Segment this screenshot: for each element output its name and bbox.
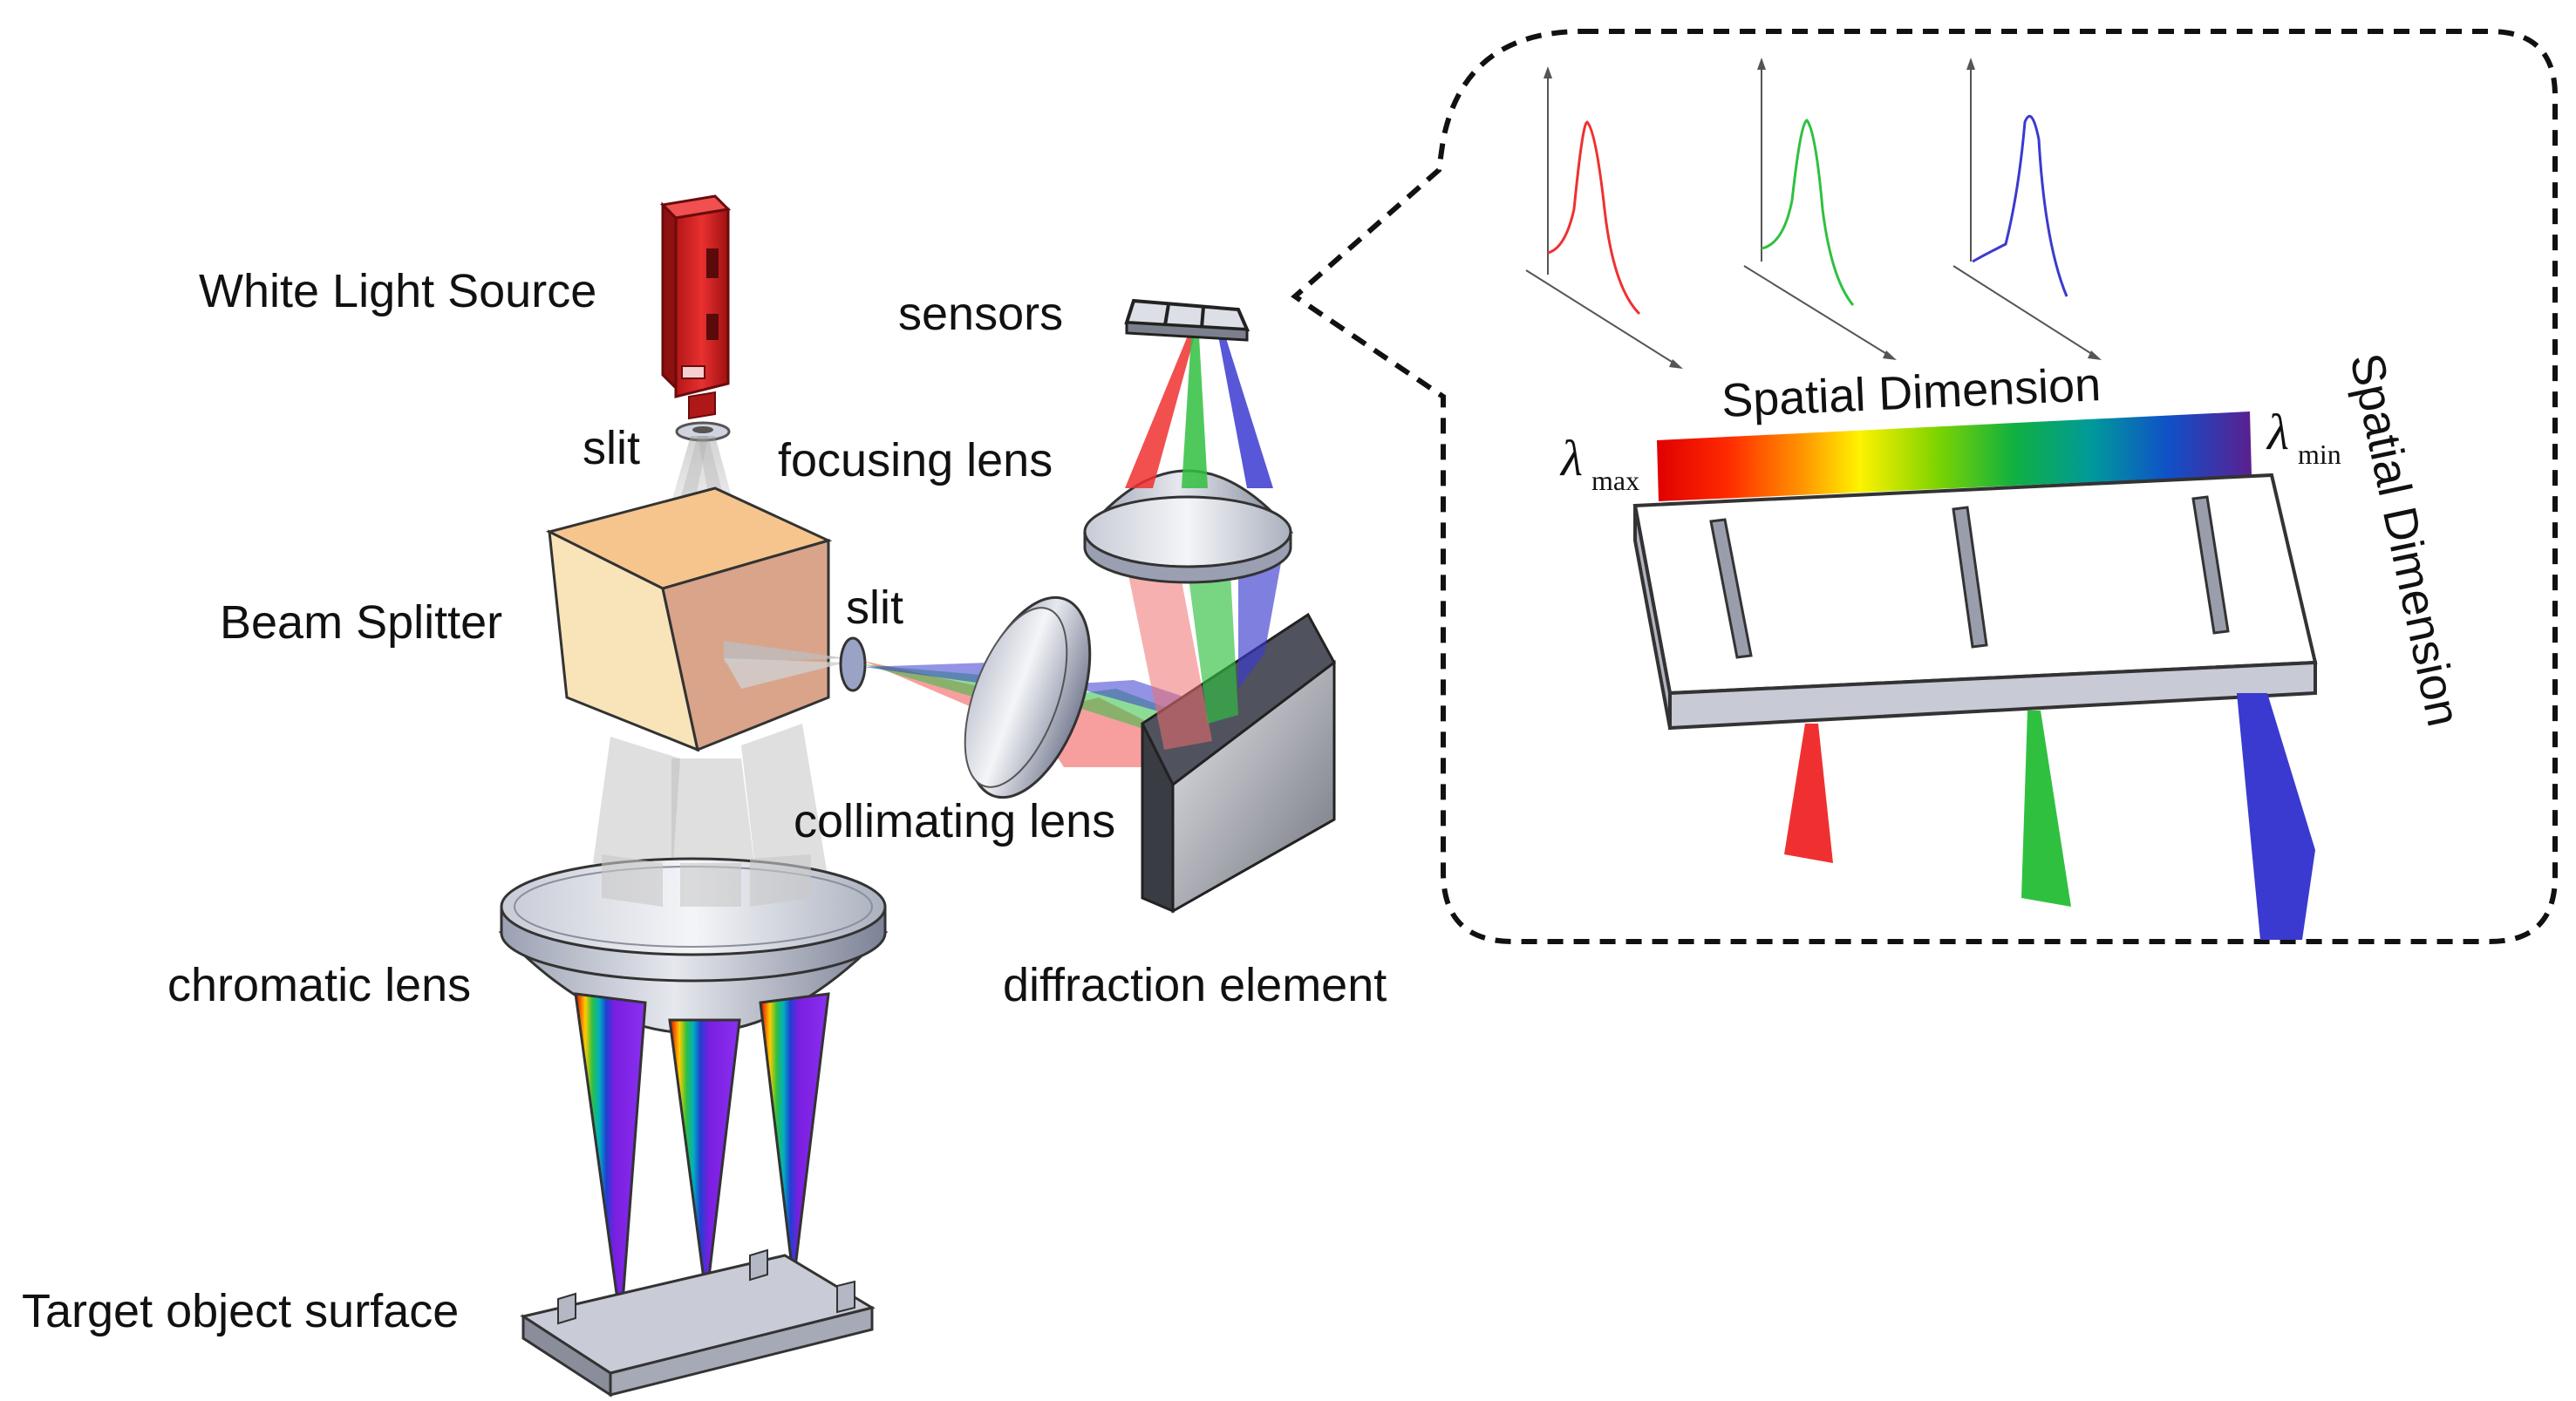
label-sensors: sensors bbox=[898, 288, 1063, 340]
white-light-source bbox=[659, 194, 732, 420]
label-spatial-dimension-horizontal: Spatial Dimension bbox=[1721, 358, 2102, 427]
label-target-surface: Target object surface bbox=[22, 1285, 459, 1337]
label-chromatic-lens: chromatic lens bbox=[167, 959, 471, 1011]
top-slit bbox=[675, 421, 731, 442]
spectrum-plot-blue bbox=[1952, 58, 2102, 360]
beam-splitter-cube bbox=[545, 486, 846, 752]
slit-plate bbox=[1632, 473, 2318, 731]
mirror-focusing-beams bbox=[1125, 558, 1282, 750]
spectrum-bar bbox=[1657, 411, 2252, 501]
label-focusing-lens: focusing lens bbox=[778, 434, 1053, 486]
target-object-surface bbox=[520, 1248, 876, 1398]
side-slit bbox=[839, 636, 867, 692]
detail-callout bbox=[1291, 29, 2558, 944]
label-spatial-dimension-vertical: Spatial Dimension bbox=[2340, 349, 2470, 731]
detail-beam-red bbox=[1784, 724, 1833, 863]
splitter-lens-beams bbox=[593, 724, 828, 898]
lambda-min-symbol: λ bbox=[2266, 404, 2289, 460]
label-white-light-source: White Light Source bbox=[199, 265, 596, 317]
lambda-max-symbol: λ bbox=[1559, 430, 1583, 486]
lambda-min-label: λ min bbox=[2266, 404, 2341, 470]
chromatic-cones bbox=[574, 992, 830, 1326]
spectrum-plot-green bbox=[1743, 58, 1897, 360]
detail-beam-blue bbox=[2237, 693, 2315, 940]
label-beam-splitter: Beam Splitter bbox=[220, 596, 502, 649]
collimating-lens bbox=[964, 595, 1092, 799]
label-slit-top: slit bbox=[583, 422, 640, 474]
lambda-max-subscript: max bbox=[1591, 465, 1639, 496]
sensor-array bbox=[1124, 298, 1251, 342]
label-diffraction-element: diffraction element bbox=[1003, 959, 1387, 1011]
label-slit-side: slit bbox=[846, 581, 903, 634]
lambda-min-subscript: min bbox=[2298, 439, 2341, 470]
detail-beam-green bbox=[2021, 711, 2071, 907]
label-collimating-lens: collimating lens bbox=[794, 795, 1115, 847]
spectrum-plot-red bbox=[1525, 66, 1683, 369]
focusing-sensor-beams bbox=[1125, 336, 1273, 488]
lambda-max-label: λ max bbox=[1559, 430, 1639, 496]
